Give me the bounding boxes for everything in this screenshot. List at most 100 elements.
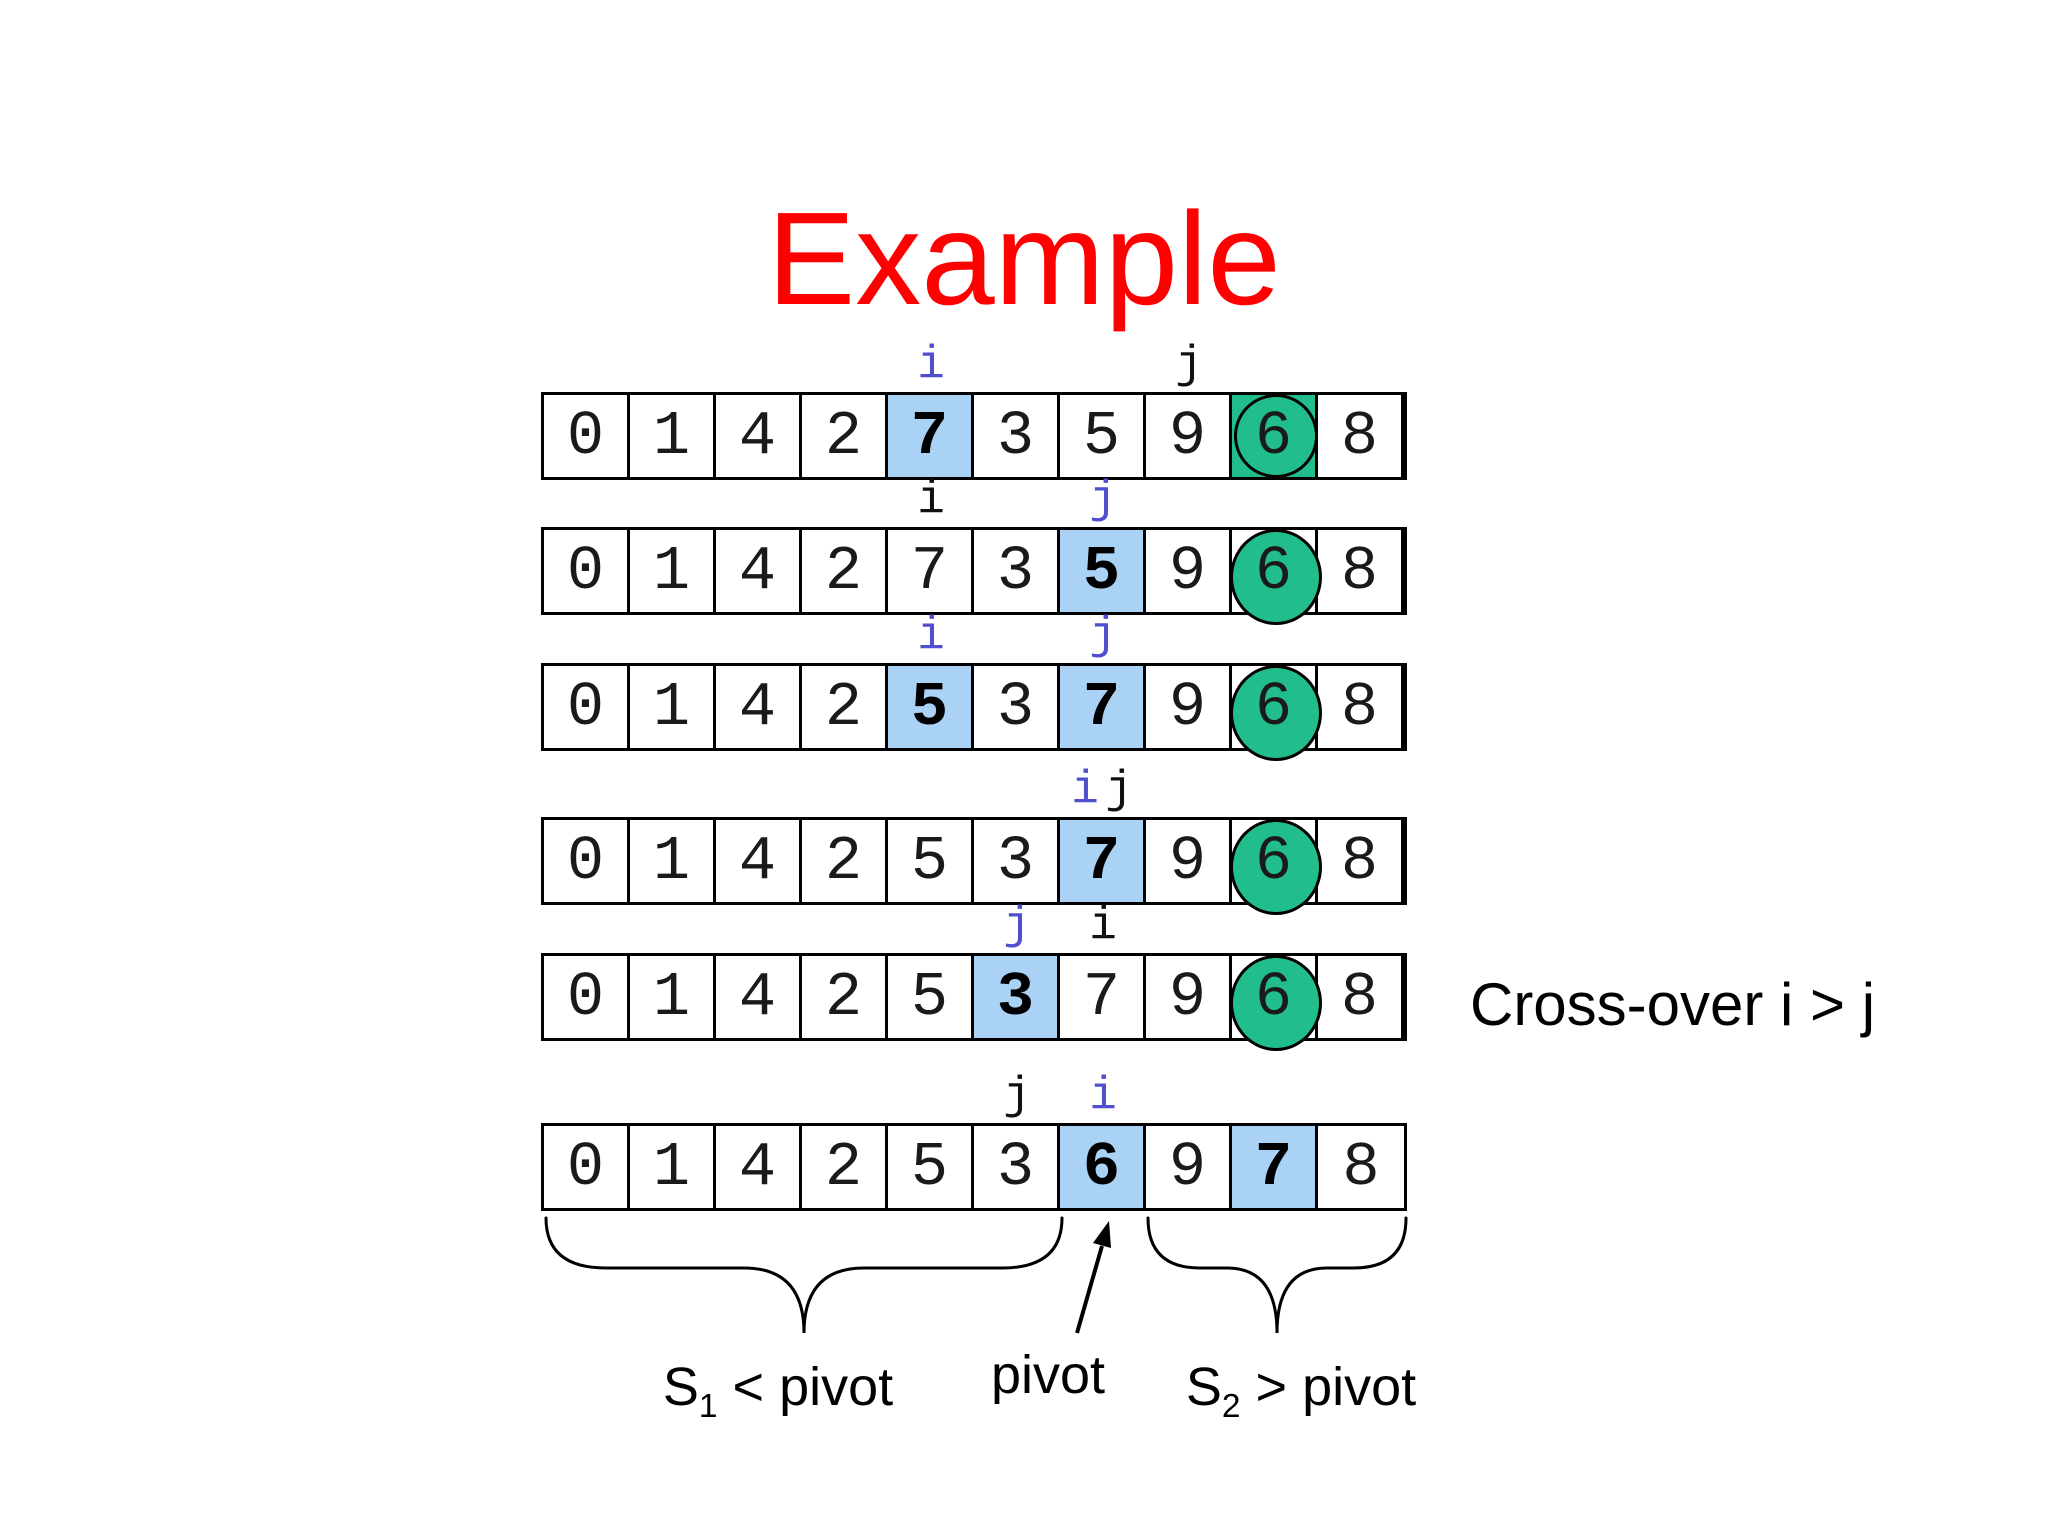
s2-base: S xyxy=(1185,1357,1222,1417)
array-cell: 3 xyxy=(974,820,1060,902)
array-cell: 0 xyxy=(544,530,630,612)
array-cell: 3 xyxy=(974,1126,1060,1208)
cell-value: 6 xyxy=(1254,535,1293,607)
array-cell: 3 xyxy=(974,956,1060,1038)
cell-value: 8 xyxy=(1340,961,1379,1033)
slide-title: Example xyxy=(767,185,1281,332)
pointer-label-j: j xyxy=(1089,610,1117,662)
cell-value: 2 xyxy=(824,825,863,897)
s2-subscript: 2 xyxy=(1221,1387,1241,1425)
cell-value: 4 xyxy=(738,400,777,472)
cell-value: 6 xyxy=(1254,400,1293,472)
pointer-label-j: j xyxy=(1003,900,1031,952)
pivot-circle xyxy=(1230,665,1322,761)
cell-value: 3 xyxy=(996,535,1035,607)
cell-value: 1 xyxy=(652,1131,691,1203)
cell-value: 5 xyxy=(910,1131,949,1203)
array-cell: 0 xyxy=(544,1126,630,1208)
pivot-circle xyxy=(1230,955,1322,1051)
s2-greater-than-pivot-label: S2 > pivot xyxy=(1185,1357,1416,1426)
cell-value: 2 xyxy=(824,961,863,1033)
pointer-label-i: i xyxy=(917,339,945,391)
cell-value: 9 xyxy=(1168,825,1207,897)
cell-value: 0 xyxy=(566,825,605,897)
cell-value: 1 xyxy=(652,671,691,743)
array-cell: 9 xyxy=(1146,820,1232,902)
array-cell: 5 xyxy=(1060,395,1146,477)
cell-value: 1 xyxy=(652,535,691,607)
array-cell: 7 xyxy=(1060,666,1146,748)
cell-value: 4 xyxy=(738,961,777,1033)
pointer-label-i: i xyxy=(1089,1070,1117,1122)
cell-value: 7 xyxy=(910,400,949,472)
array-cell: 8 xyxy=(1318,530,1404,612)
cell-value: 6 xyxy=(1254,671,1293,743)
array-cell: 0 xyxy=(544,395,630,477)
cell-value: 2 xyxy=(824,400,863,472)
cell-value: 3 xyxy=(996,671,1035,743)
cell-value: 6 xyxy=(1254,825,1293,897)
array-cell: 4 xyxy=(716,1126,802,1208)
cell-value: 0 xyxy=(566,1131,605,1203)
pointer-label-j: j xyxy=(1003,1070,1031,1122)
array-cell: 2 xyxy=(802,395,888,477)
cell-value: 0 xyxy=(566,535,605,607)
cell-value: 0 xyxy=(566,671,605,743)
cell-value: 4 xyxy=(738,671,777,743)
array-cell: 1 xyxy=(630,1126,716,1208)
array-cell: 2 xyxy=(802,820,888,902)
cell-value: 9 xyxy=(1168,671,1207,743)
array-cell: 0 xyxy=(544,956,630,1038)
array-cell: 5 xyxy=(888,820,974,902)
array-cell: 3 xyxy=(974,666,1060,748)
s1-subscript: 1 xyxy=(698,1387,718,1425)
pivot-arrow-head-icon xyxy=(1093,1221,1111,1248)
array-cell: 4 xyxy=(716,956,802,1038)
cell-value: 7 xyxy=(1082,671,1121,743)
pivot-arrow-line xyxy=(1075,1245,1104,1334)
array-cell: 1 xyxy=(630,956,716,1038)
cell-value: 4 xyxy=(738,1131,777,1203)
array-cell: 3 xyxy=(974,395,1060,477)
cell-value: 5 xyxy=(1082,535,1121,607)
array-cell: 8 xyxy=(1318,956,1404,1038)
cell-value: 8 xyxy=(1340,671,1379,743)
pivot-label: pivot xyxy=(990,1345,1106,1405)
cell-value: 5 xyxy=(1082,400,1121,472)
cell-value: 9 xyxy=(1168,400,1207,472)
cell-value: 3 xyxy=(996,825,1035,897)
array-cell: 6 xyxy=(1060,1126,1146,1208)
braces-and-arrow-graphic xyxy=(544,1216,1408,1334)
pointer-label-i: i xyxy=(1071,764,1099,816)
array-cell: 5 xyxy=(888,666,974,748)
cell-value: 2 xyxy=(824,535,863,607)
array-cell: 7 xyxy=(888,530,974,612)
s1-less-than-pivot-label: S1 < pivot xyxy=(663,1357,893,1426)
array-cell: 5 xyxy=(888,1126,974,1208)
pointer-label-i: i xyxy=(917,610,945,662)
cell-value: 9 xyxy=(1168,961,1207,1033)
array-cell: 9 xyxy=(1146,530,1232,612)
pivot-circle xyxy=(1230,529,1322,625)
cell-value: 5 xyxy=(910,825,949,897)
cell-value: 4 xyxy=(738,825,777,897)
cell-value: 8 xyxy=(1340,535,1379,607)
cell-value: 6 xyxy=(1082,1131,1121,1203)
cell-value: 7 xyxy=(1082,825,1121,897)
array-cell: 9 xyxy=(1146,666,1232,748)
pointer-label-j: j xyxy=(1089,474,1117,526)
array-cell: 7 xyxy=(888,395,974,477)
array-cell: 4 xyxy=(716,530,802,612)
cell-value: 5 xyxy=(910,961,949,1033)
cell-value: 2 xyxy=(824,1131,863,1203)
array-cell: 4 xyxy=(716,395,802,477)
array-cell: 8 xyxy=(1318,395,1404,477)
cell-value: 7 xyxy=(910,535,949,607)
s1-underbrace xyxy=(544,1216,1064,1334)
array-cell: 5 xyxy=(1060,530,1146,612)
pointer-label-i: i xyxy=(917,474,945,526)
cell-value: 7 xyxy=(1254,1131,1293,1203)
